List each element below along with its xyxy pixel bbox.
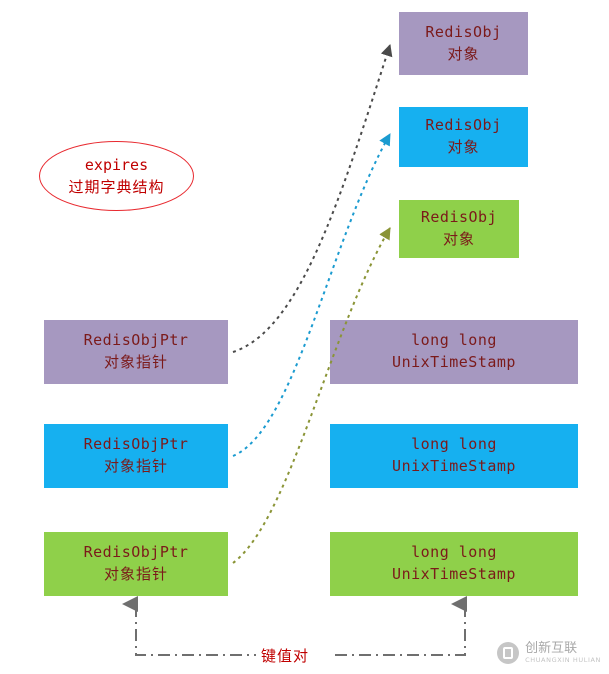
pointer-arrow-2 (232, 133, 391, 457)
redis-object-2-line1: RedisObj (425, 116, 502, 135)
pointer-arrow-3 (232, 227, 391, 564)
expires-label-line2: 过期字典结构 (68, 178, 165, 196)
redis-object-pointer-3: RedisObjPtr 对象指针 (44, 532, 228, 596)
expires-label-line1: expires (84, 155, 149, 174)
unix-timestamp-2-line1: long long (411, 435, 497, 454)
unix-timestamp-1: long long UnixTimeStamp (330, 320, 578, 384)
redis-object-pointer-1: RedisObjPtr 对象指针 (44, 320, 228, 384)
watermark: 创新互联 CHUANGXIN HULIAN (497, 640, 601, 664)
redis-object-1: RedisObj 对象 (399, 12, 528, 75)
watermark-sub: CHUANGXIN HULIAN (525, 655, 601, 664)
redis-object-pointer-3-line1: RedisObjPtr (83, 543, 189, 562)
expires-dictionary-label: expires 过期字典结构 (39, 141, 194, 211)
unix-timestamp-1-line2: UnixTimeStamp (392, 353, 516, 371)
unix-timestamp-2: long long UnixTimeStamp (330, 424, 578, 488)
pointer-arrow-1 (232, 44, 393, 353)
key-value-pair-label: 键值对 (257, 645, 314, 666)
redis-object-pointer-1-line2: 对象指针 (103, 353, 168, 371)
kv-bracket-right (330, 605, 466, 656)
watermark-main: 创新互联 (525, 640, 578, 656)
watermark-text: 创新互联 CHUANGXIN HULIAN (525, 640, 601, 664)
redis-object-pointer-2-line2: 对象指针 (103, 457, 168, 475)
unix-timestamp-2-line2: UnixTimeStamp (392, 457, 516, 475)
redis-object-1-line2: 对象 (447, 44, 480, 63)
redis-object-pointer-2-line1: RedisObjPtr (83, 435, 189, 454)
unix-timestamp-3-line2: UnixTimeStamp (392, 565, 516, 583)
unix-timestamp-1-line1: long long (411, 331, 497, 350)
unix-timestamp-3: long long UnixTimeStamp (330, 532, 578, 596)
redis-object-pointer-3-line2: 对象指针 (103, 565, 168, 583)
watermark-logo-icon (497, 641, 520, 664)
redis-object-3: RedisObj 对象 (399, 200, 519, 258)
redis-object-2-line2: 对象 (447, 138, 480, 156)
redis-object-pointer-1-line1: RedisObjPtr (83, 331, 189, 350)
redis-object-3-line2: 对象 (442, 230, 475, 248)
redis-object-pointer-2: RedisObjPtr 对象指针 (44, 424, 228, 488)
unix-timestamp-3-line1: long long (411, 543, 497, 562)
kv-bracket-left (135, 605, 256, 656)
redis-object-3-line1: RedisObj (420, 208, 498, 227)
redis-object-1-line1: RedisObj (425, 22, 502, 41)
redis-object-2: RedisObj 对象 (399, 107, 528, 167)
